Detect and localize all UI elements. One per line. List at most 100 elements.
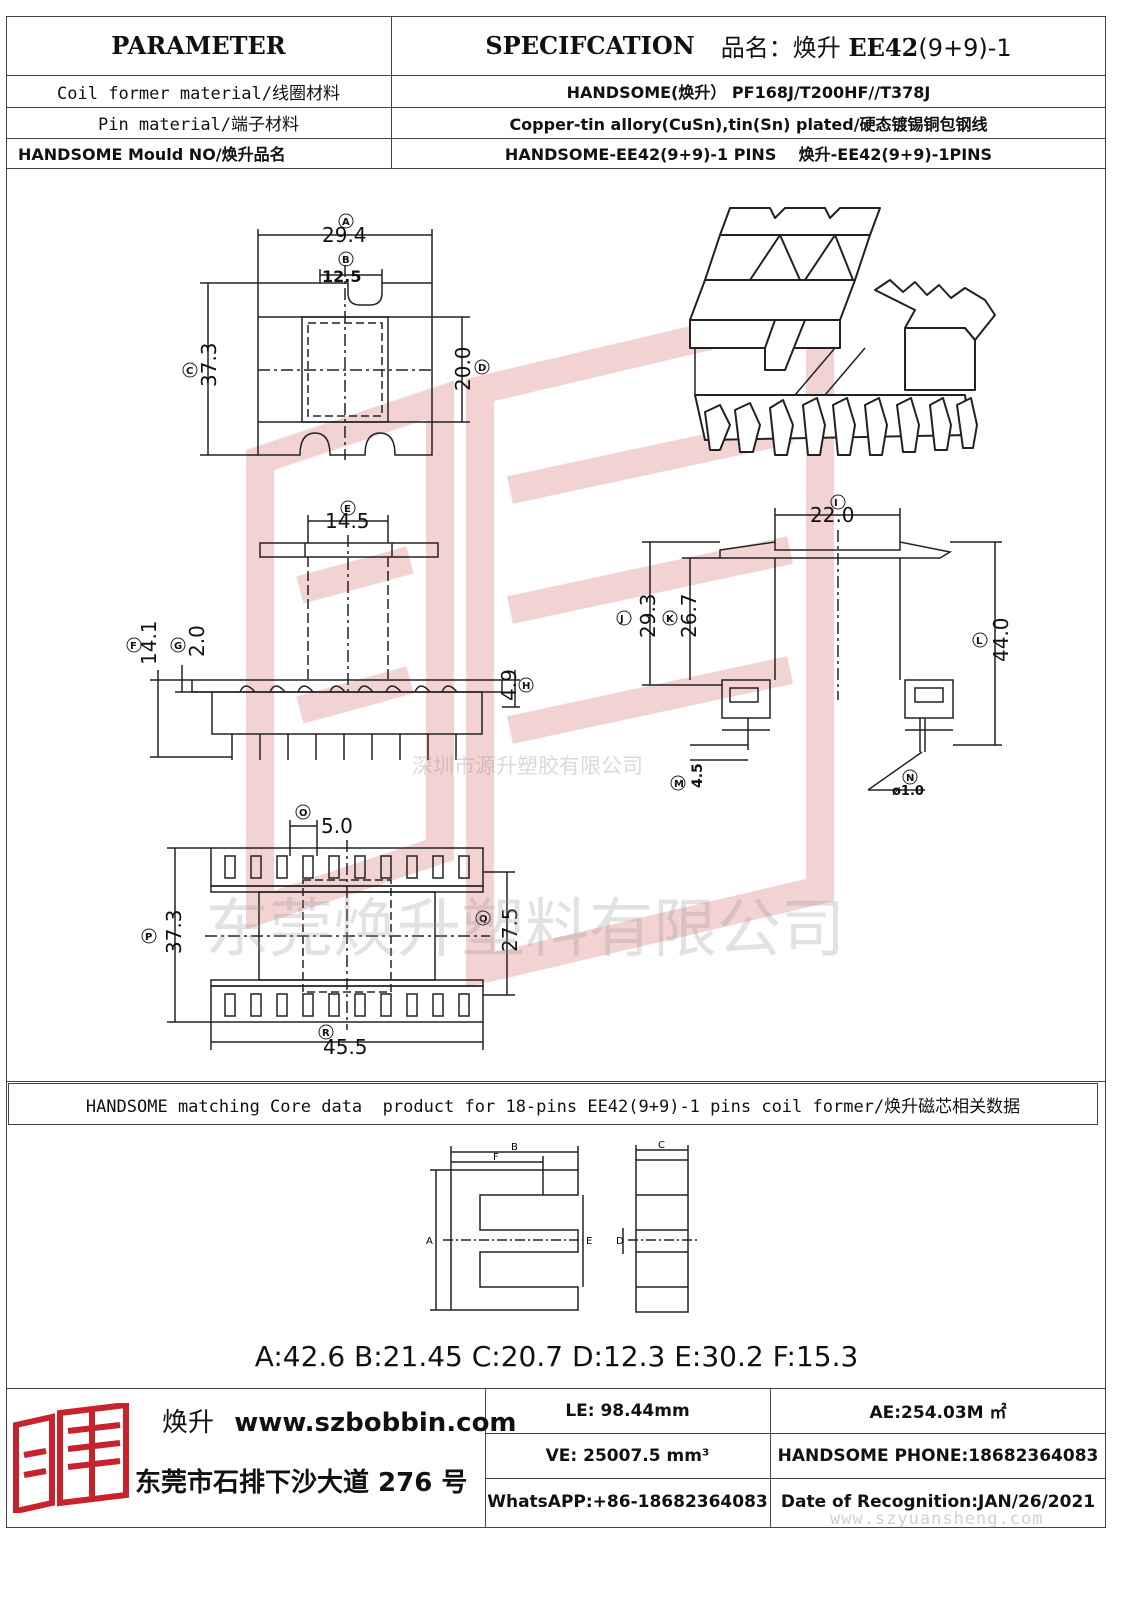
watermark-company-large: 东莞焕升塑料有限公司 <box>205 893 845 967</box>
svg-text:E: E <box>344 504 351 515</box>
brand-name: 焕升 <box>162 1408 215 1438</box>
dim-l: 44.0 <box>989 617 1013 662</box>
svg-text:J: J <box>619 614 624 625</box>
watermark-website: www.szyuansheng.com <box>830 1509 1044 1529</box>
dim-c: 37.3 <box>197 342 221 387</box>
svg-text:P: P <box>145 932 152 943</box>
product-name-model: EE42 <box>848 33 919 62</box>
ae-cell: AE:254.03M ㎡ <box>770 1388 1106 1433</box>
whatsapp-cell: WhatsAPP:+86-18682364083 <box>485 1478 770 1526</box>
core-letter-d: D <box>616 1236 624 1247</box>
pin-material-value: Copper-tin allory(CuSn),tin(Sn) plated/硬… <box>509 114 988 134</box>
svg-text:F: F <box>130 641 137 652</box>
phone-value: HANDSOME PHONE:18682364083 <box>777 1445 1099 1466</box>
footer-address: 东莞市石排下沙大道 276 号 <box>135 1468 468 1498</box>
svg-text:B: B <box>342 255 350 266</box>
core-letter-f: F <box>493 1152 499 1163</box>
divider <box>485 1433 1106 1434</box>
dim-h: 4.9 <box>497 669 521 701</box>
svg-text:I: I <box>834 498 838 509</box>
watermark-company-small: 深圳市源升塑胶有限公司 <box>412 754 643 778</box>
svg-text:K: K <box>666 614 675 625</box>
pin-material-label: Pin material/端子材料 <box>97 115 300 135</box>
product-name-suffix: (9+9)-1 <box>918 34 1012 62</box>
isometric-view-drawing <box>689 207 996 456</box>
dim-i: 22.0 <box>810 503 855 527</box>
dim-f: 14.1 <box>137 620 161 665</box>
divider <box>6 1081 1106 1082</box>
ae-value: AE:254.03M ㎡ <box>869 1403 1007 1423</box>
header-spec-text: SPECIFCATION <box>485 31 695 60</box>
le-value: LE: 98.44mm <box>565 1400 690 1421</box>
divider <box>6 1388 1106 1389</box>
svg-text:O: O <box>299 808 308 819</box>
phone-cell: HANDSOME PHONE:18682364083 <box>770 1433 1106 1478</box>
core-letter-a: A <box>426 1236 433 1247</box>
document-frame <box>6 16 1106 1528</box>
divider <box>485 1388 486 1528</box>
front-view-drawing: E 14.5 F 14.1 G 2.0 H 4.9 <box>126 500 534 760</box>
svg-text:R: R <box>322 1028 330 1039</box>
divider <box>6 168 1106 169</box>
svg-text:M: M <box>674 779 684 790</box>
divider <box>6 138 1106 139</box>
dim-d: 20.0 <box>451 346 475 391</box>
row-value-coil: HANDSOME(焕升） PF168J/T200HF//T378J <box>391 75 1106 107</box>
row-value-pin: Copper-tin allory(CuSn),tin(Sn) plated/硬… <box>391 107 1106 138</box>
dim-j: 29.3 <box>636 593 660 638</box>
bottom-view-drawing: O 5.0 P 37.3 Q 27.5 R 45.5 <box>141 804 522 1059</box>
svg-text:C: C <box>186 366 193 377</box>
side-view-drawing: I 22.0 J 29.3 K 26.7 L 44.0 M 4.5 N ø1.0 <box>616 494 1013 799</box>
date-value: Date of Recognition:JAN/26/2021 <box>780 1492 1096 1512</box>
ve-cell: VE: 25007.5 mm³ <box>485 1433 770 1478</box>
dim-o: 5.0 <box>321 814 353 838</box>
core-data-title: HANDSOME matching Core data product for … <box>8 1083 1098 1125</box>
header-parameter: PARAMETER <box>6 16 391 75</box>
mould-no-value: HANDSOME-EE42(9+9)-1 PINS 焕升-EE42(9+9)-1… <box>504 145 993 164</box>
core-values: A:42.6 B:21.45 C:20.7 D:12.3 E:30.2 F:15… <box>254 1340 859 1373</box>
divider <box>6 75 1106 76</box>
dim-k: 26.7 <box>677 593 701 638</box>
core-drawing: A B C D E F <box>426 1140 698 1313</box>
core-letter-e: E <box>586 1236 592 1247</box>
core-data-title-text: HANDSOME matching Core data product for … <box>85 1096 1021 1117</box>
date-cell: Date of Recognition:JAN/26/2021 <box>770 1478 1106 1526</box>
dim-m: 4.5 <box>690 763 706 788</box>
svg-text:L: L <box>976 636 983 647</box>
header-specification: SPECIFCATION 品名：焕升 EE42(9+9)-1 <box>391 16 1106 75</box>
whatsapp-value: WhatsAPP:+86-18682364083 <box>487 1492 768 1512</box>
dim-r: 45.5 <box>323 1035 368 1059</box>
row-value-mould: HANDSOME-EE42(9+9)-1 PINS 焕升-EE42(9+9)-1… <box>391 138 1106 168</box>
dim-e: 14.5 <box>325 509 370 533</box>
row-label-pin: Pin material/端子材料 <box>6 107 391 138</box>
header-parameter-text: PARAMETER <box>111 31 286 60</box>
svg-text:A: A <box>342 217 350 228</box>
ve-value: VE: 25007.5 mm³ <box>545 1445 710 1466</box>
website-link[interactable]: www.szbobbin.com <box>234 1408 517 1438</box>
divider <box>391 16 392 168</box>
divider <box>485 1478 1106 1479</box>
svg-text:N: N <box>906 773 914 784</box>
core-letter-b: B <box>511 1142 518 1153</box>
dim-q: 27.5 <box>498 907 522 952</box>
row-label-mould: HANDSOME Mould NO/焕升品名 <box>6 138 391 168</box>
dim-a: 29.4 <box>322 223 367 247</box>
dim-p: 37.3 <box>162 909 186 954</box>
svg-text:Q: Q <box>479 914 488 925</box>
le-cell: LE: 98.44mm <box>485 1388 770 1433</box>
top-view-drawing: A 29.4 B 12.5 C 37.3 D 20.0 <box>182 213 490 460</box>
product-name-label: 品名：焕升 <box>720 34 841 62</box>
product-name: 品名：焕升 EE42(9+9)-1 <box>721 28 1012 63</box>
svg-text:H: H <box>522 681 530 692</box>
core-letter-c: C <box>658 1140 665 1151</box>
handsome-logo <box>13 1403 129 1513</box>
mould-no-label: HANDSOME Mould NO/焕升品名 <box>18 145 286 164</box>
dim-g: 2.0 <box>185 625 209 657</box>
svg-text:D: D <box>478 363 486 374</box>
divider <box>6 107 1106 108</box>
svg-text:G: G <box>174 641 182 652</box>
footer-brand: 焕升 www.szbobbin.com <box>162 1402 517 1439</box>
dim-n: ø1.0 <box>892 784 924 799</box>
row-label-coil: Coil former material/线圈材料 <box>6 75 391 107</box>
coil-material-label: Coil former material/线圈材料 <box>57 83 340 104</box>
